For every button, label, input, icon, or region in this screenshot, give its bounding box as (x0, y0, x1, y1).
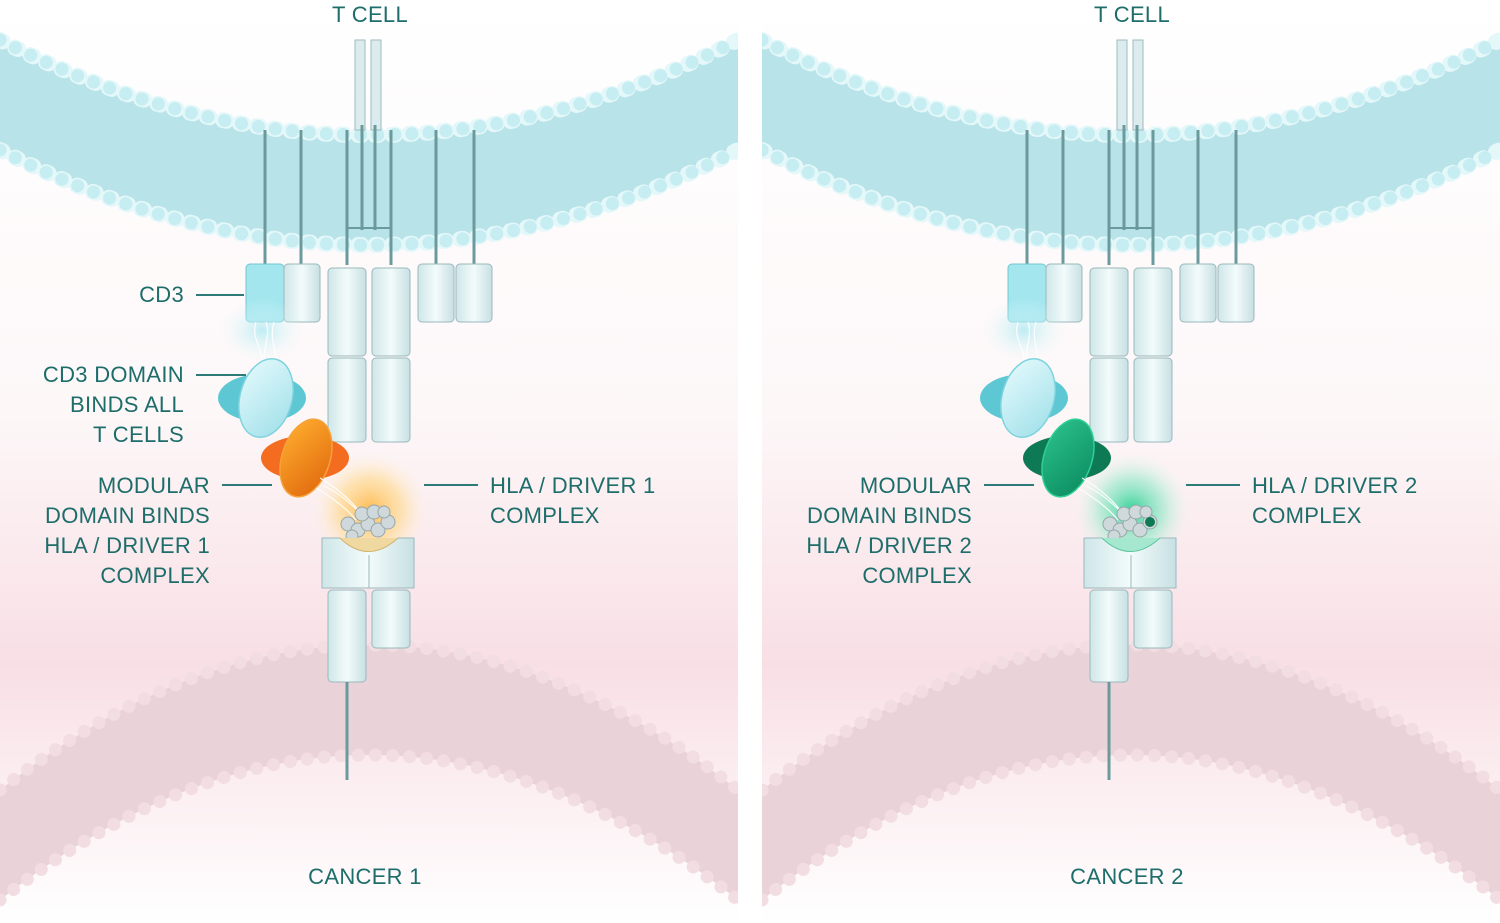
hla-driver-label: HLA / DRIVER 1 COMPLEX (490, 471, 690, 531)
hla-driver-label: HLA / DRIVER 2 COMPLEX (1252, 471, 1452, 531)
hla-driver-label-line-2: COMPLEX (1252, 503, 1362, 528)
cancer-cell-label: CANCER 1 (308, 864, 422, 889)
illustration-cancer-1 (0, 0, 738, 923)
illustration-cancer-2 (762, 0, 1500, 923)
cd3-domain-label-line-3: T CELLS (93, 422, 184, 447)
panel-cancer-1: T CELL CD3 CD3 DOMAIN BINDS ALL T CELLS … (0, 0, 738, 923)
modular-domain-label-line-3: HLA / DRIVER 1 (44, 533, 210, 558)
modular-domain-label-line-1: MODULAR (97, 473, 210, 498)
panel-divider (738, 0, 762, 923)
modular-domain-leader-line (984, 484, 1034, 486)
hla-driver-label-line-1: HLA / DRIVER 2 (1252, 473, 1418, 498)
cd3-leader-line (196, 294, 244, 296)
t-cell-label: T CELL (1094, 2, 1170, 27)
modular-domain-leader-line (222, 484, 272, 486)
hla-driver-leader-line (424, 484, 478, 486)
cd3-label: CD3 (139, 282, 184, 307)
modular-domain-label-line-3: HLA / DRIVER 2 (806, 533, 972, 558)
modular-domain-label-line-4: COMPLEX (862, 563, 972, 588)
cancer-cell-label: CANCER 2 (1070, 864, 1184, 889)
hla-driver-leader-line (1186, 484, 1240, 486)
hla-driver-label-line-2: COMPLEX (490, 503, 600, 528)
cd3-domain-leader-line (196, 374, 246, 376)
cd3-domain-label-line-2: BINDS ALL (70, 392, 184, 417)
hla-driver-label-line-1: HLA / DRIVER 1 (490, 473, 656, 498)
modular-domain-label-line-2: DOMAIN BINDS (807, 503, 972, 528)
panel-cancer-2: T CELL MODULAR DOMAIN BINDS HLA / DRIVER… (762, 0, 1500, 923)
cd3-domain-label-line-1: CD3 DOMAIN (42, 362, 184, 387)
modular-domain-label: MODULAR DOMAIN BINDS HLA / DRIVER 2 COMP… (772, 471, 972, 591)
modular-domain-label-line-2: DOMAIN BINDS (45, 503, 210, 528)
cd3-domain-label: CD3 DOMAIN BINDS ALL T CELLS (10, 360, 184, 450)
modular-domain-label: MODULAR DOMAIN BINDS HLA / DRIVER 1 COMP… (10, 471, 210, 591)
t-cell-label: T CELL (332, 2, 408, 27)
modular-domain-label-line-1: MODULAR (859, 473, 972, 498)
modular-domain-label-line-4: COMPLEX (100, 563, 210, 588)
